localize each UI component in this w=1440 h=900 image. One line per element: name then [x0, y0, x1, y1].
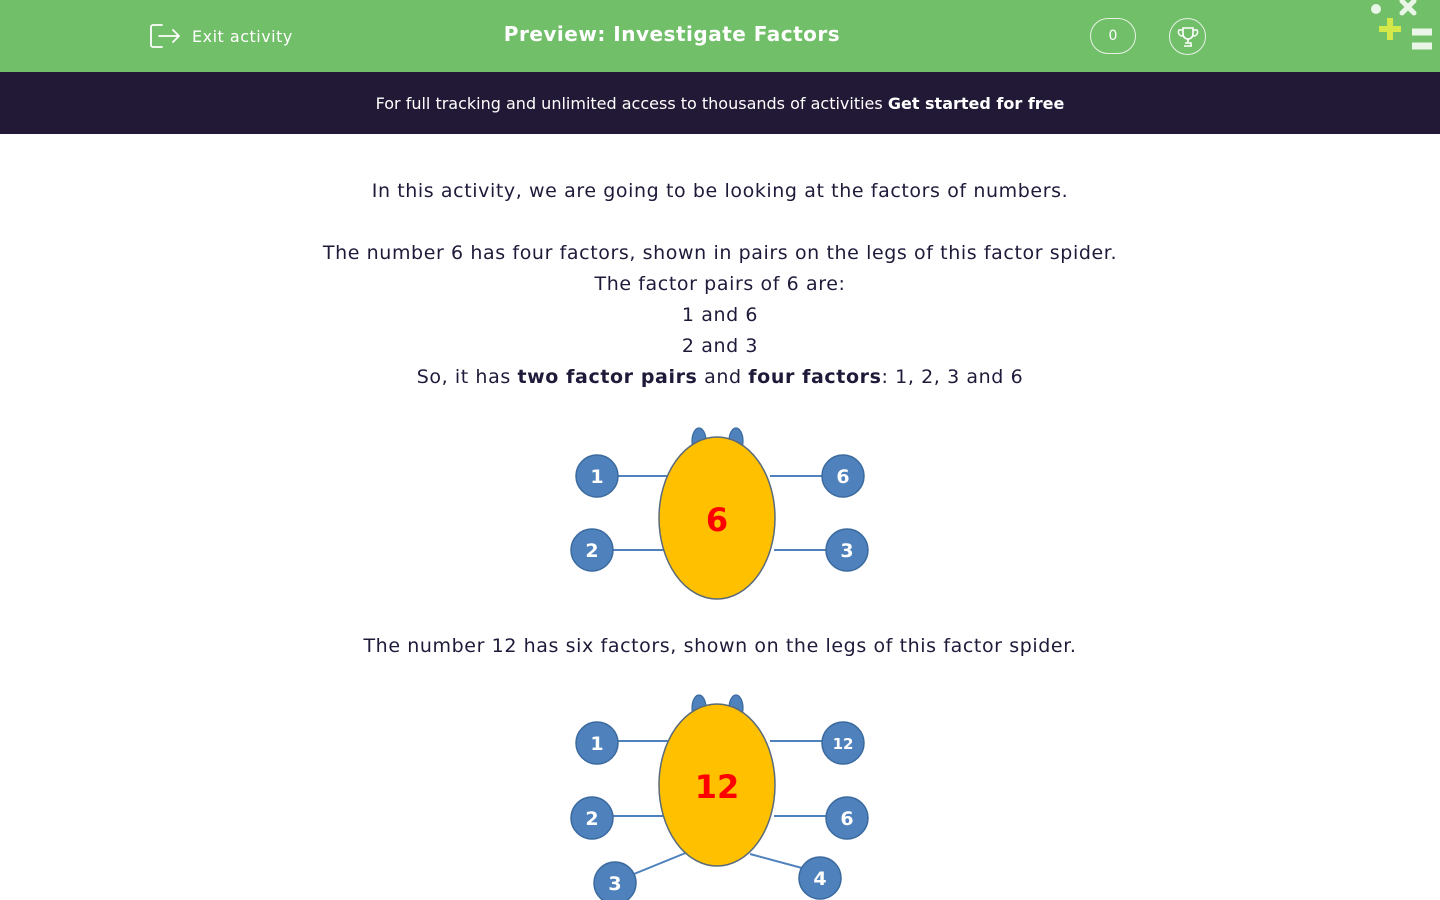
leg-left-3: 3: [593, 861, 637, 900]
svg-text:1: 1: [590, 733, 603, 755]
leg-right-2: 6: [825, 796, 869, 840]
brand-logo: [1371, 0, 1432, 50]
factor-spider-12: 12 1 2 3 12 6 4: [570, 694, 869, 900]
spider-body: [658, 703, 776, 867]
svg-text:6: 6: [836, 466, 849, 488]
leg-left-1: 1: [575, 721, 619, 765]
four-factors-bold: four factors: [748, 366, 882, 388]
factor-pairs-heading: The factor pairs of 6 are:: [594, 273, 846, 295]
intro-text: In this activity, we are going to be loo…: [371, 180, 1069, 202]
svg-text:3: 3: [840, 540, 853, 562]
svg-text:4: 4: [813, 868, 826, 890]
factor-pair-1: 1 and 6: [681, 304, 759, 326]
leg-left-2: 2: [570, 528, 614, 572]
factor-spider-6: 6 1 2 6 3: [570, 427, 869, 600]
factors-of-6-text: The number 6 has four factors, shown in …: [322, 242, 1118, 264]
svg-text:2: 2: [585, 540, 598, 562]
svg-text:3: 3: [608, 873, 621, 895]
leg-right-3: 4: [798, 856, 842, 900]
svg-text:1: 1: [590, 466, 603, 488]
svg-text:6: 6: [840, 808, 853, 830]
factors-of-12-text: The number 12 has six factors, shown on …: [363, 635, 1077, 657]
leg-right-1: 6: [821, 454, 865, 498]
trophy-button[interactable]: [1169, 18, 1206, 55]
factor-pair-2: 2 and 3: [681, 335, 759, 357]
leg-left-1: 1: [575, 454, 619, 498]
spider-body: [658, 436, 776, 600]
exit-icon: [150, 24, 180, 48]
svg-text:2: 2: [585, 808, 598, 830]
svg-text:12: 12: [833, 735, 854, 753]
top-bar: Exit activity Preview: Investigate Facto…: [0, 0, 1440, 72]
promo-banner: For full tracking and unlimited access t…: [0, 72, 1440, 134]
exit-activity-label: Exit activity: [192, 26, 293, 46]
spider-body-number: 6: [706, 501, 728, 539]
leg-left-2: 2: [570, 796, 614, 840]
leg-right-2: 3: [825, 528, 869, 572]
trophy-icon: [1177, 26, 1198, 47]
spider-body-number: 12: [695, 768, 740, 806]
score-badge: 0: [1090, 18, 1136, 54]
promo-text: For full tracking and unlimited access t…: [375, 93, 888, 113]
summary-text: So, it has two factor pairs and four fac…: [416, 366, 1024, 388]
page-title: Preview: Investigate Factors: [503, 22, 841, 46]
two-factor-pairs-bold: two factor pairs: [517, 366, 698, 388]
activity-intro: In this activity, we are going to be loo…: [0, 176, 1440, 393]
leg-right-1: 12: [821, 721, 865, 765]
get-started-link[interactable]: Get started for free: [887, 93, 1065, 113]
exit-activity-button[interactable]: Exit activity: [148, 20, 293, 52]
